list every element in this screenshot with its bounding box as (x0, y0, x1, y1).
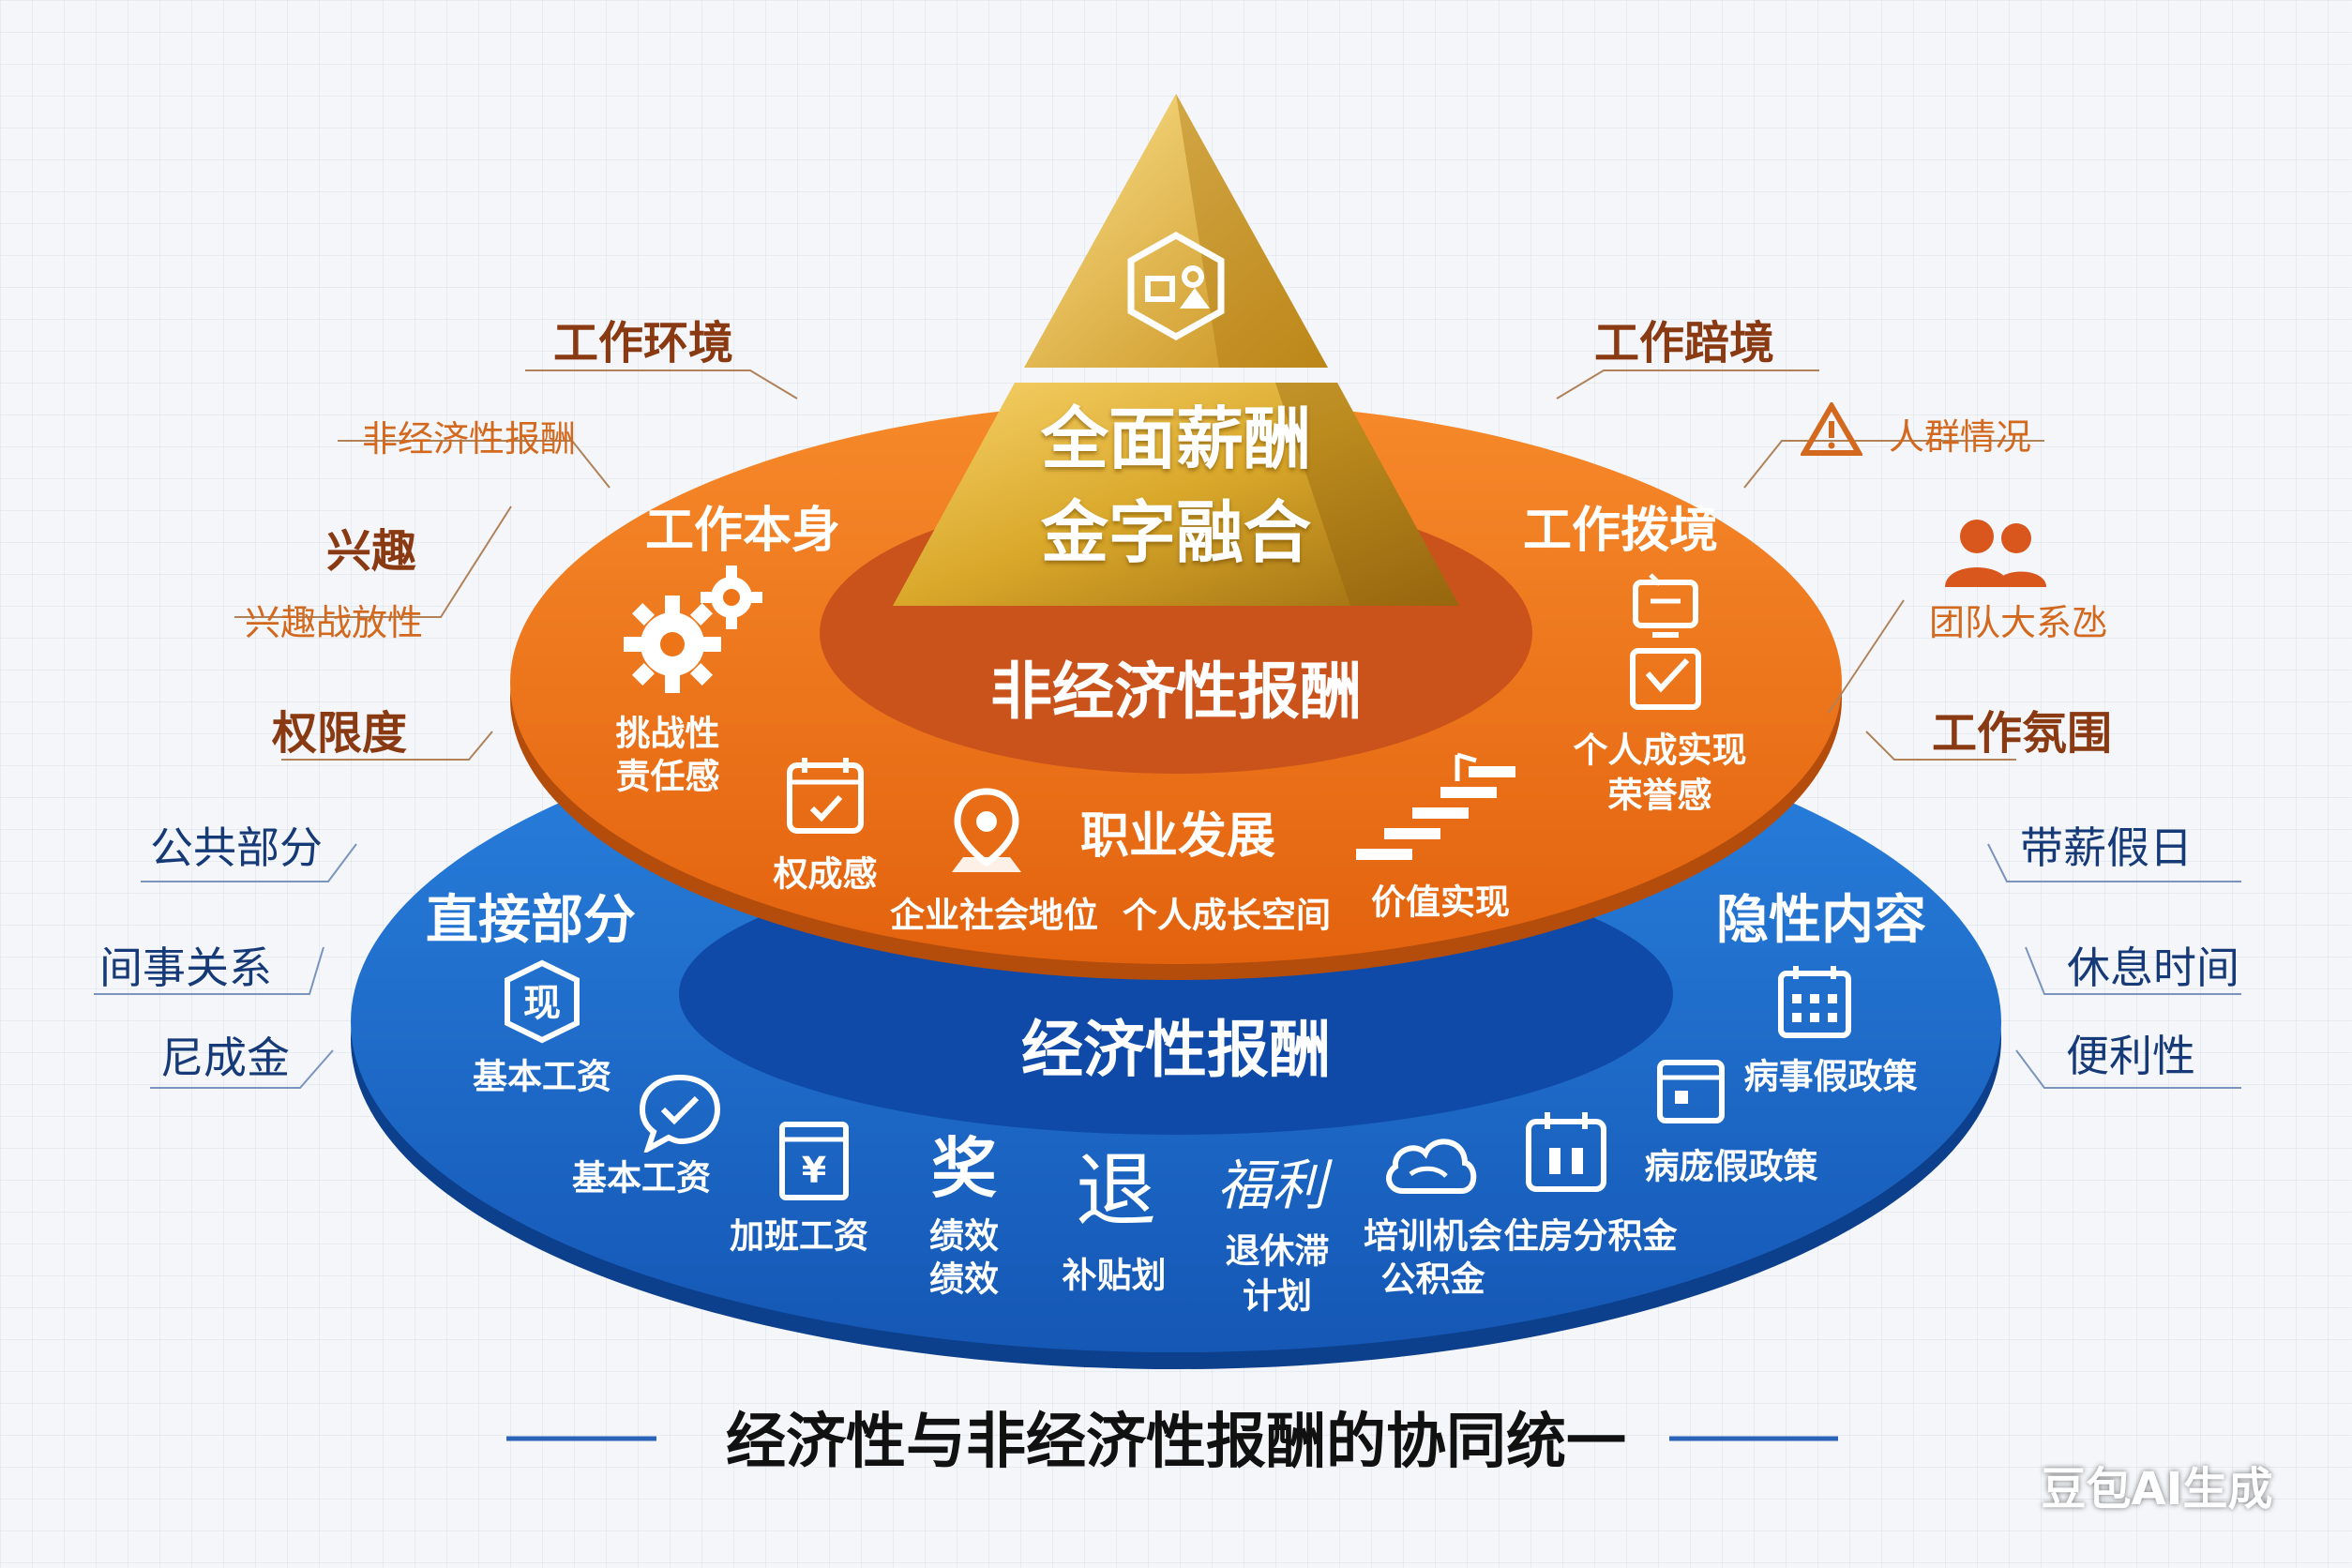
warning-icon (1801, 402, 1862, 457)
self-realization-label: 个人成实现 (1573, 730, 1747, 771)
pyramid-band (893, 383, 1459, 606)
cash-badge-icon (502, 959, 582, 1044)
chat-check-icon (635, 1070, 725, 1153)
pyramid-band-shade (1275, 383, 1459, 606)
right-crowd-label: 人群情况 (1888, 416, 2032, 458)
svg-text:¥: ¥ (802, 1150, 826, 1191)
calendar-pause-icon (1523, 1108, 1609, 1195)
gears-icon (614, 558, 774, 699)
responsibility-label: 责任感 (615, 756, 720, 797)
pyramid-top (1024, 94, 1328, 368)
non-economic-tier-label: 非经济性报酬 (990, 656, 1362, 728)
left-public-part-label: 公共部分 (150, 822, 323, 873)
hidden-content-label: 隐性内容 (1716, 890, 1926, 951)
cash-glyph: 现 (523, 982, 561, 1025)
training-label: 培训机会 (1364, 1215, 1502, 1257)
yen-receipt-icon: ¥ (775, 1119, 853, 1203)
performance-label-2: 绩效 (929, 1259, 999, 1300)
right-paid-leave-label: 带薪假日 (2020, 822, 2193, 873)
provident-fund-label: 公积金 (1380, 1259, 1485, 1300)
left-colleague-label: 间事关系 (99, 942, 272, 993)
retirement-plan-label-1: 退休滞 (1225, 1230, 1330, 1272)
right-team-label: 团队大系氹 (1928, 602, 2108, 643)
left-non-economic-label: 非经济性报酬 (361, 418, 577, 460)
diagram-caption: 经济性与非经济性报酬的协同统一 (726, 1408, 1626, 1477)
right-atmosphere-label: 工作氛围 (1931, 707, 2113, 760)
right-rest-time-label: 休息时间 (2067, 942, 2239, 993)
left-interest-label: 兴趣 (325, 525, 417, 578)
performance-label-1: 绩效 (929, 1215, 999, 1257)
retire-glyph: 退 (1076, 1144, 1156, 1238)
work-environment-inner-label: 工作拨境 (1522, 503, 1719, 559)
calligraphy-glyph: 福利 (1216, 1153, 1327, 1217)
left-work-environment-label: 工作环境 (552, 317, 734, 369)
authority-sense-label: 权成感 (773, 853, 878, 895)
work-itself-label: 工作本身 (644, 503, 841, 559)
career-development-label: 职业发展 (1079, 808, 1276, 865)
right-connector-lines (1556, 369, 2044, 761)
left-pension-label: 尼成金 (160, 1033, 290, 1083)
left-interest-strategy-label: 兴趣战放性 (244, 602, 424, 643)
sick-leave-label-2: 病庞假政策 (1644, 1146, 1818, 1187)
calendar-check-icon (784, 754, 867, 837)
location-pin-icon (944, 786, 1029, 880)
honor-label: 荣誉感 (1607, 775, 1712, 816)
stairs-icon (1350, 744, 1519, 866)
bonus-glyph: 奖 (931, 1130, 997, 1207)
envelope-check-icon (1627, 645, 1704, 713)
growth-space-label: 个人成长空间 (1123, 895, 1331, 936)
sick-leave-label-1: 病事假政策 (1743, 1056, 1918, 1097)
right-convenience-label: 便利性 (2066, 1031, 2195, 1081)
left-connector-lines (234, 369, 798, 761)
basic-wage-label-1: 基本工资 (473, 1056, 611, 1097)
ai-watermark: 豆包AI生成 (2041, 1463, 2273, 1515)
right-work-environment-label: 工作踣境 (1593, 317, 1775, 369)
challenge-label: 挑战性 (615, 713, 720, 754)
direct-part-label: 直接部分 (426, 890, 636, 951)
people-icon (1939, 514, 2052, 589)
monitor-icon (1628, 573, 1703, 639)
apex-title-line2: 金字融合 (1040, 493, 1312, 572)
overtime-wage-label: 加班工资 (730, 1215, 868, 1257)
calendar-grid-icon (1775, 962, 1854, 1041)
economic-tier-label: 经济性报酬 (1021, 1014, 1331, 1086)
hexagon-gold-icon (1120, 230, 1232, 342)
cloud-icon (1379, 1125, 1482, 1200)
social-status-label: 企业社会地位 (890, 895, 1098, 936)
basic-wage-label-2: 基本工资 (572, 1157, 711, 1199)
retirement-plan-label-2: 计划 (1243, 1275, 1312, 1317)
subsidy-plan-label: 补贴划 (1062, 1255, 1167, 1296)
left-authority-label: 权限度 (271, 707, 408, 760)
housing-fund-label: 住房分积金 (1503, 1215, 1678, 1257)
calendar-card-icon (1654, 1053, 1727, 1126)
value-realization-label: 价值实现 (1371, 882, 1510, 923)
apex-title-line1: 全面薪酬 (1040, 400, 1312, 478)
pyramid-top-shade (1176, 94, 1328, 368)
